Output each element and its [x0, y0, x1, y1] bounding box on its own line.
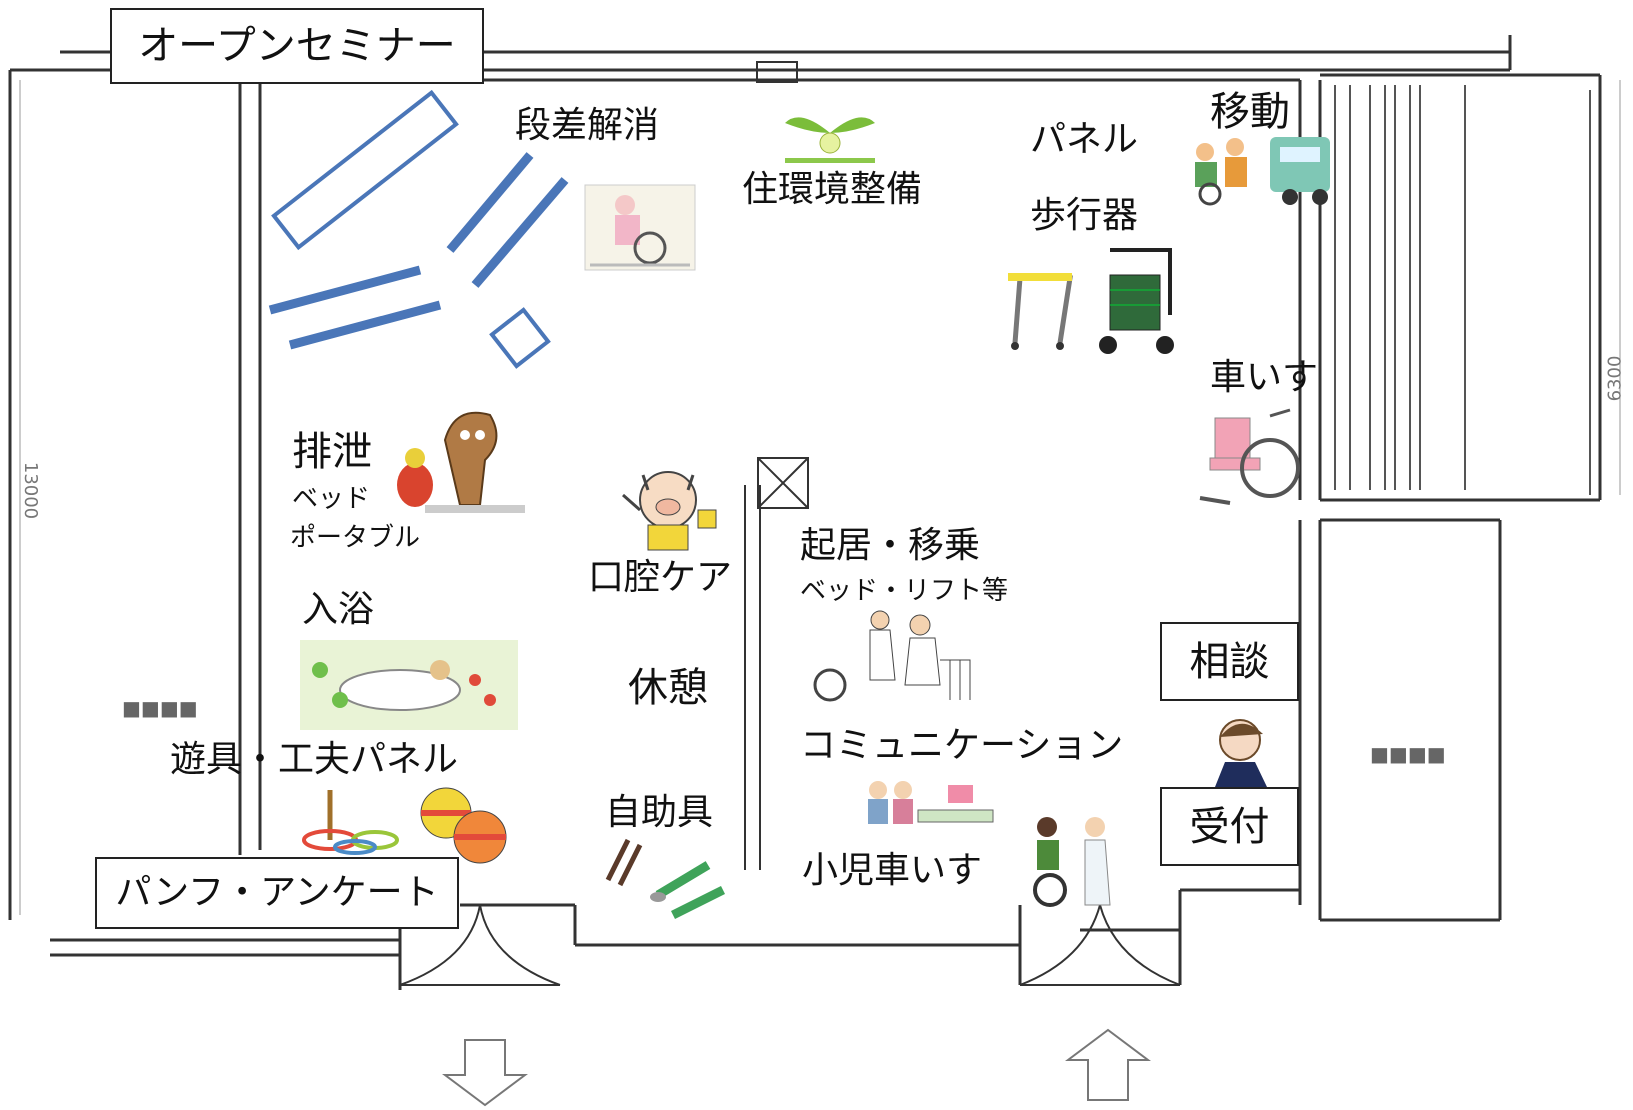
wheelchair-icon	[1199, 408, 1300, 505]
receptionist-icon	[1215, 719, 1267, 787]
transport-label: 移動	[1210, 89, 1290, 135]
communication-label: コミュニケーション	[800, 725, 1124, 766]
toys-panel-label: 遊具・工夫パネル	[170, 739, 459, 780]
right-dimension: 6300	[1604, 355, 1626, 402]
consultation-label: 相談	[1160, 622, 1299, 701]
rollator-icon	[1099, 248, 1174, 354]
mirrored-text-right: ■■■■	[1370, 742, 1446, 766]
doors	[399, 904, 1181, 986]
walker-icon	[1008, 273, 1073, 350]
mirrored-text-left: ■■■■	[122, 696, 198, 720]
bathing-scene-icon	[300, 640, 518, 730]
child-wheelchair-label: 小児車いす	[802, 850, 983, 891]
entrance-arrow-icon	[1065, 1028, 1151, 1101]
van-transport-icon	[1195, 137, 1330, 206]
partition	[744, 61, 809, 870]
left-dimension: 13000	[20, 461, 42, 520]
oral-care-label: 口腔ケア	[588, 557, 733, 598]
utensils-icon	[605, 838, 726, 920]
ring-toss-icon	[302, 790, 399, 855]
transfer-sub-label: ベッド・リフト等	[800, 576, 1009, 606]
child-wheelchair-icon	[1033, 817, 1111, 907]
panel-label: パネル	[1030, 119, 1139, 160]
plant-bulb-icon	[785, 117, 875, 163]
dimension-lines	[19, 80, 1621, 915]
exit-arrow-icon	[442, 1039, 528, 1107]
horse-toilet-icon	[397, 411, 525, 513]
transfer-label: 起居・移乗	[800, 525, 981, 566]
wheelchair-ramp-icon	[584, 184, 696, 271]
ramp-shapes	[268, 89, 569, 369]
balls-icon	[420, 787, 507, 864]
self-help-label: 自助具	[605, 792, 714, 833]
rest-label: 休憩	[628, 665, 708, 711]
walker-label: 歩行器	[1030, 195, 1139, 236]
toileting-label: 排泄	[292, 429, 372, 475]
pamphlet-label: パンフ・アンケート	[95, 857, 459, 929]
bathing-label: 入浴	[302, 589, 375, 630]
housing-env-label: 住環境整備	[742, 169, 923, 210]
step-removal-label: 段差解消	[515, 105, 660, 146]
communication-icon	[868, 781, 994, 824]
wheelchair-label: 車いす	[1210, 357, 1319, 398]
window-stripes	[1334, 85, 1591, 495]
flow-arrows	[442, 1028, 1151, 1107]
wall-lines	[8, 35, 1602, 990]
toileting-portable-label: ポータブル	[290, 523, 421, 553]
transfer-assist-icon	[813, 610, 971, 702]
toileting-bed-label: ベッド	[292, 484, 371, 514]
reception-label: 受付	[1160, 787, 1299, 866]
pig-oral-care-icon	[622, 471, 717, 551]
open-seminar-label: オープンセミナー	[110, 8, 484, 84]
